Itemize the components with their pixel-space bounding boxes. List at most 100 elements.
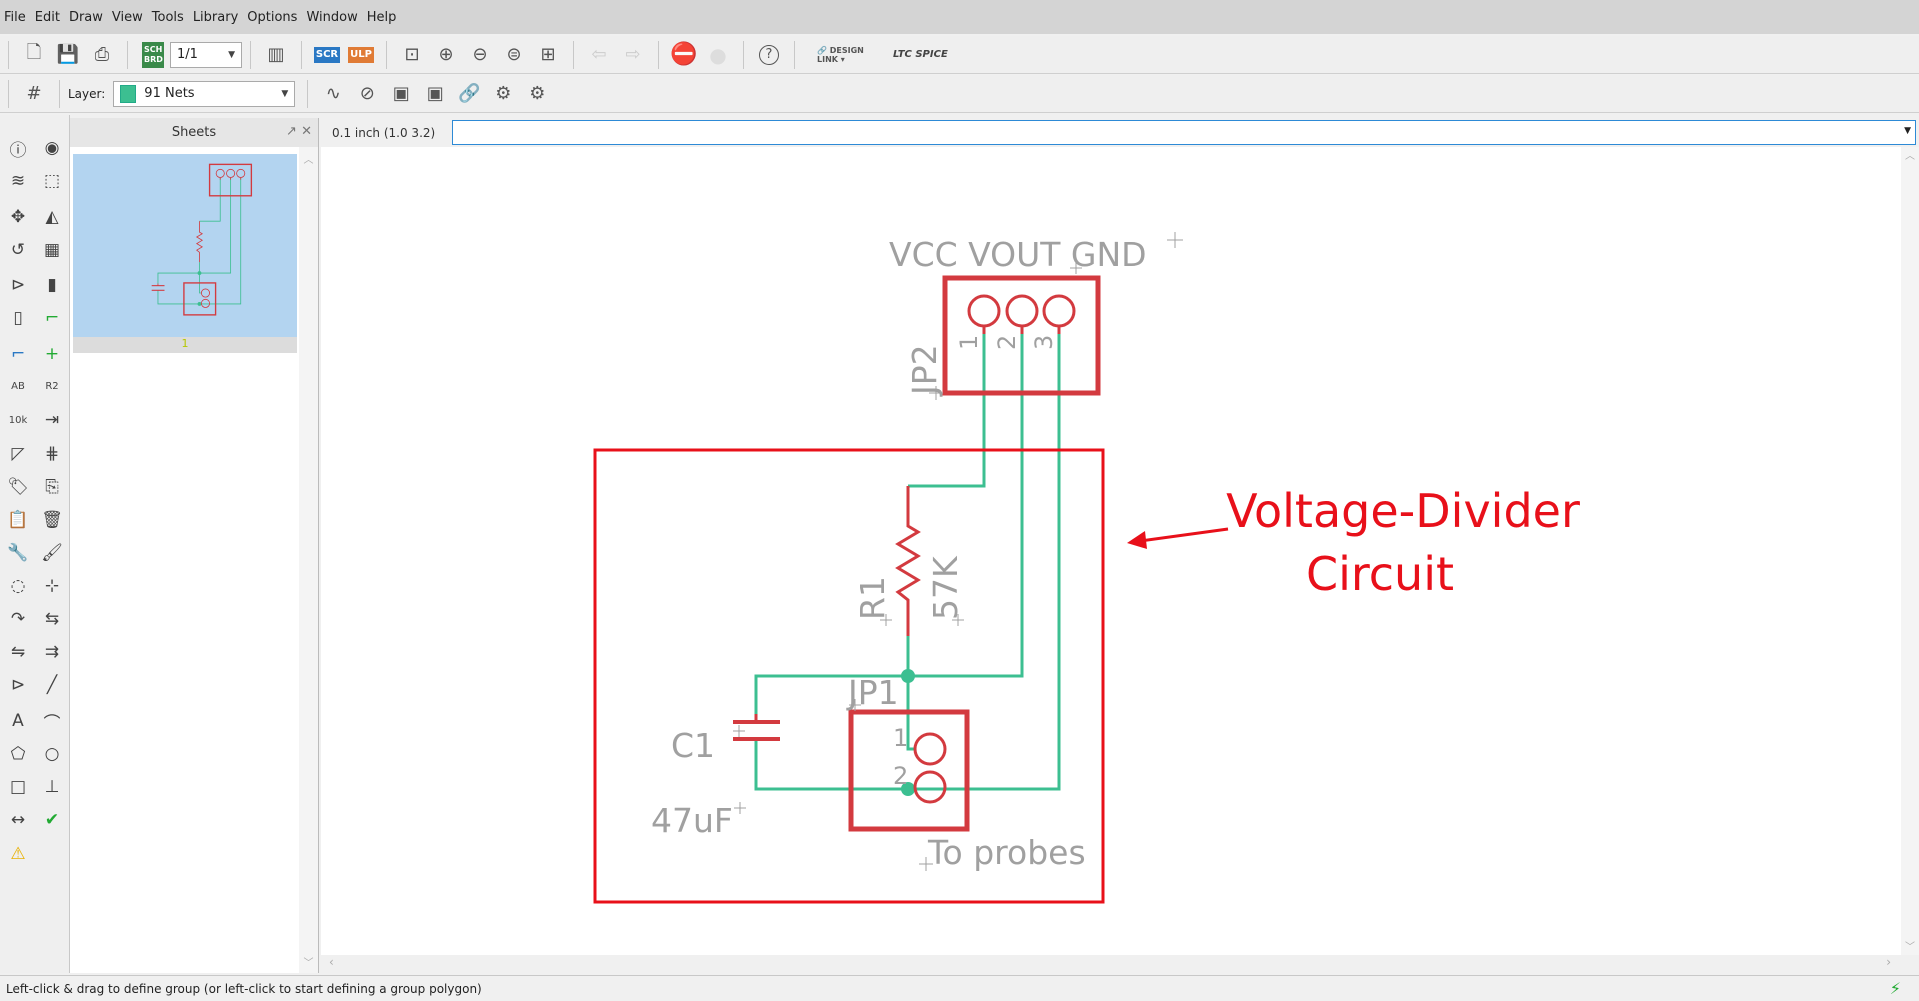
horizontal-scrollbar[interactable]: ‹›: [321, 955, 1919, 973]
ulp-button[interactable]: ULP: [346, 41, 376, 69]
zoom-redraw-icon[interactable]: ⊜: [506, 44, 522, 65]
stop-icon[interactable]: ⛔: [670, 42, 698, 67]
chevron-down-icon[interactable]: ▼: [1904, 126, 1911, 136]
add-link-icon[interactable]: 🔗: [458, 83, 481, 104]
copy-icon[interactable]: ⎘: [45, 477, 59, 497]
add-part-icon[interactable]: ▦: [43, 240, 61, 260]
open-icon[interactable]: 🗋: [26, 41, 42, 63]
add-gate-icon[interactable]: ⊳: [10, 275, 26, 295]
info-icon[interactable]: ⓘ: [9, 140, 27, 161]
voltmeter-icon[interactable]: ▣: [392, 83, 410, 104]
dimension-icon[interactable]: ↔: [10, 810, 26, 830]
mirror-icon[interactable]: ◭: [45, 207, 59, 227]
ltspice-button[interactable]: LTC SPICE: [893, 49, 948, 60]
pinswap-icon[interactable]: ⇥: [44, 410, 60, 430]
undock-icon[interactable]: ↗: [286, 124, 297, 139]
schematic-canvas[interactable]: VCC VOUT GND JP2 1 2 3 R1 57K JP1 1 2 C1…: [321, 147, 1901, 955]
sheets-scrollbar[interactable]: ︿﹀: [299, 147, 318, 973]
text-icon[interactable]: A: [12, 711, 24, 731]
layer-select[interactable]: 91 Nets▼: [113, 80, 296, 107]
scroll-right-icon[interactable]: ›: [1886, 955, 1891, 969]
menu-options[interactable]: Options: [247, 9, 298, 25]
replace-icon[interactable]: ▮: [47, 275, 57, 295]
zoom-fit-icon[interactable]: ⊡: [404, 44, 420, 65]
invoke-icon[interactable]: ▯: [13, 308, 23, 328]
scroll-up-icon[interactable]: ︿: [303, 155, 314, 166]
paint-icon[interactable]: 🖌: [41, 543, 63, 563]
go-icon[interactable]: ●: [709, 42, 727, 67]
miter-icon[interactable]: ◸: [11, 444, 25, 464]
polygon-icon[interactable]: ⬠: [10, 744, 26, 764]
value-icon[interactable]: 10k: [8, 414, 28, 426]
menu-window[interactable]: Window: [306, 9, 358, 25]
scroll-left-icon[interactable]: ‹: [329, 955, 334, 969]
menu-tools[interactable]: Tools: [151, 9, 184, 25]
erc-icon[interactable]: ✔: [44, 810, 60, 830]
save-icon[interactable]: 💾: [56, 44, 80, 65]
sim-settings-2-icon[interactable]: ⚙: [529, 83, 546, 104]
show-icon[interactable]: ◉: [44, 138, 60, 158]
rectangle-icon[interactable]: □: [9, 777, 27, 797]
menu-help[interactable]: Help: [366, 9, 397, 25]
ammeter-icon[interactable]: ▣: [426, 83, 444, 104]
menu-file[interactable]: File: [4, 9, 26, 25]
gateswap-icon[interactable]: ⇆: [44, 609, 60, 629]
mark-icon[interactable]: ⊥: [44, 777, 60, 797]
scroll-up-icon[interactable]: ︿: [1905, 151, 1915, 162]
label-icon[interactable]: AB: [11, 380, 25, 392]
menu-library[interactable]: Library: [192, 9, 239, 25]
sim-settings-icon[interactable]: ⚙: [495, 83, 512, 104]
help-button[interactable]: ?: [754, 41, 784, 69]
move-icon[interactable]: ✥: [10, 207, 26, 227]
undo-icon[interactable]: ⇦: [591, 44, 607, 65]
sheet-thumbnail[interactable]: [73, 154, 297, 337]
zoom-select-icon[interactable]: ⊞: [540, 44, 556, 65]
redo-icon[interactable]: ⇨: [625, 44, 641, 65]
design-link-button[interactable]: 🔗 DESIGN LINK ▾: [817, 45, 864, 64]
arc-icon[interactable]: ⌒: [43, 713, 61, 734]
junction-icon[interactable]: +: [44, 344, 60, 364]
tag-icon[interactable]: 🏷: [7, 477, 29, 497]
paste-icon[interactable]: 📋: [7, 510, 29, 530]
errors-icon[interactable]: ⚠: [10, 844, 26, 864]
bus-icon[interactable]: ⌐: [10, 344, 26, 364]
change-icon[interactable]: ↷: [10, 609, 26, 629]
vertical-scrollbar[interactable]: ︿﹀: [1901, 147, 1919, 955]
sheet-select[interactable]: 1/1▼: [170, 41, 242, 68]
smash-icon[interactable]: ⊹: [44, 576, 60, 596]
zoom-in-icon[interactable]: ⊕: [438, 44, 454, 65]
net-icon[interactable]: ⌐: [44, 308, 60, 328]
delete-icon[interactable]: 🗑: [41, 510, 63, 530]
script-button[interactable]: SCR: [312, 41, 342, 69]
line-icon[interactable]: ╱: [46, 675, 58, 695]
circle-icon[interactable]: ○: [44, 744, 60, 764]
attach-icon[interactable]: ⇋: [10, 642, 26, 662]
layers-icon[interactable]: ≋: [10, 171, 26, 191]
menu-edit[interactable]: Edit: [34, 9, 60, 25]
lightning-icon[interactable]: ⚡: [1889, 979, 1901, 998]
chevron-down-icon: ▼: [281, 88, 289, 99]
simulate-icon[interactable]: ∿: [325, 83, 341, 104]
menu-draw[interactable]: Draw: [68, 9, 103, 25]
menu-view[interactable]: View: [111, 9, 143, 25]
group-select-icon[interactable]: ⬚: [43, 171, 61, 191]
tool-row: AB R2: [4, 372, 66, 400]
close-icon[interactable]: ✕: [301, 124, 312, 139]
sch-brd-switch-button[interactable]: SCH BRD: [138, 41, 168, 69]
scroll-down-icon[interactable]: ﹀: [303, 958, 314, 969]
grid-icon[interactable]: #: [26, 83, 42, 104]
split-icon[interactable]: ⋕: [44, 444, 60, 464]
wrench-icon[interactable]: 🔧: [7, 543, 29, 563]
optimize-icon[interactable]: ◌: [10, 576, 26, 596]
name-icon[interactable]: R2: [45, 380, 59, 392]
text-connect-icon[interactable]: ⇉: [44, 642, 60, 662]
zoom-out-icon[interactable]: ⊖: [472, 44, 488, 65]
command-input[interactable]: ▼: [452, 120, 1916, 145]
library-icon[interactable]: ▥: [267, 44, 285, 65]
scroll-down-icon[interactable]: ﹀: [1905, 942, 1915, 953]
rotate-icon[interactable]: ↺: [10, 240, 26, 260]
probe-icon[interactable]: ⊘: [359, 83, 375, 104]
tool-row: ↷⇆: [4, 605, 66, 633]
print-icon[interactable]: ⎙: [94, 44, 110, 65]
connect-icon[interactable]: ⊳: [10, 675, 26, 695]
